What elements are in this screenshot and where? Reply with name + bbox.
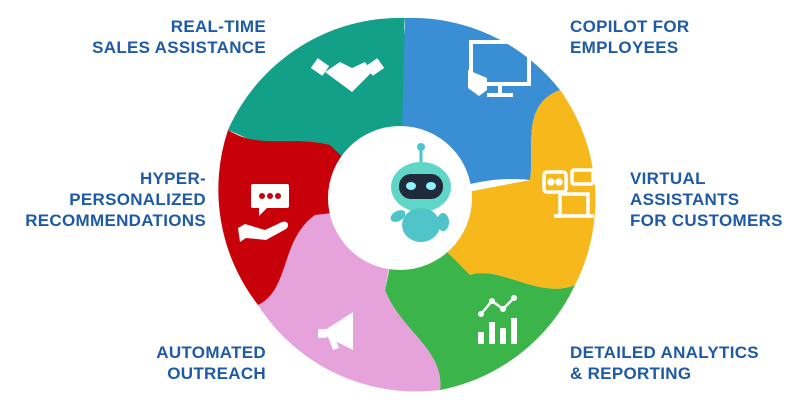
label-real-time-sales-assistance: REAL-TIME SALES ASSISTANCE xyxy=(92,17,266,57)
label-automated-outreach: AUTOMATED OUTREACH xyxy=(156,343,266,383)
bar-chart-trend-icon xyxy=(478,295,517,344)
label-hyper-personalized-recommendations: HYPER- PERSONALIZED RECOMMENDATIONS xyxy=(25,169,206,230)
segment-outreach xyxy=(258,205,441,392)
handshake-icon xyxy=(310,58,385,92)
hand-chat-icon xyxy=(238,184,289,242)
chatbot-device-icon xyxy=(542,168,595,218)
robot-mascot-icon xyxy=(390,143,451,242)
label-copilot-for-employees: COPILOT FOR EMPLOYEES xyxy=(570,17,690,57)
megaphone-icon xyxy=(318,312,353,350)
label-virtual-assistants: VIRTUAL ASSISTANTS FOR CUSTOMERS xyxy=(630,169,783,230)
monitor-touch-icon xyxy=(468,40,531,97)
label-detailed-analytics: DETAILED ANALYTICS & REPORTING xyxy=(570,343,759,383)
